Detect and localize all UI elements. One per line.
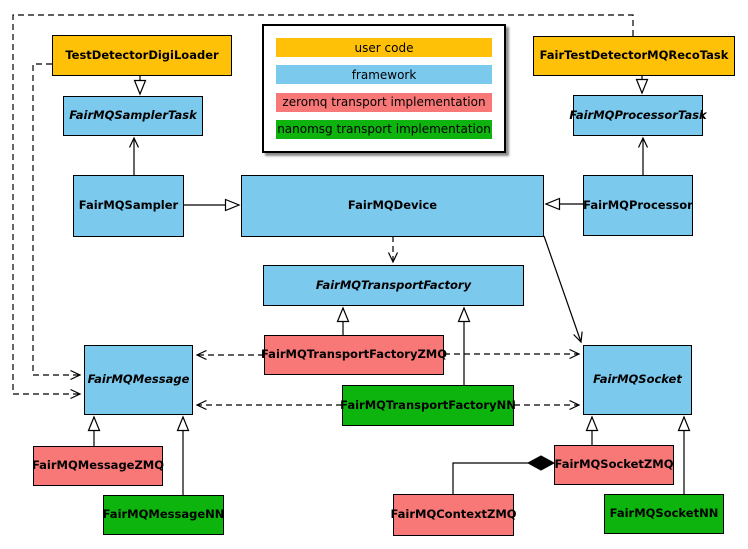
node-fairtestdetectormqrecotask: FairTestDetectorMQRecoTask (533, 36, 735, 76)
node-fairmqsocketnn: FairMQSocketNN (604, 494, 724, 534)
node-fairmqprocessor: FairMQProcessor (583, 175, 693, 236)
legend-item-framework: framework (276, 65, 492, 85)
edge-recotask-message-dashed (12, 14, 634, 400)
legend-item-nanomsg: nanomsg transport implementation (276, 119, 492, 139)
node-fairmqmessagezmq: FairMQMessageZMQ (32, 446, 164, 486)
node-fairmqmessagenn: FairMQMessageNN (103, 495, 224, 535)
node-fairmqprocessortask: FairMQProcessorTask (569, 95, 707, 136)
legend-item-user-code: user code (276, 38, 492, 57)
composition-diamond-icon (526, 455, 556, 471)
node-fairmqsocketzmq: FairMQSocketZMQ (554, 445, 674, 485)
legend: user code framework zeromq transport imp… (262, 24, 506, 153)
node-fairmqsocket: FairMQSocket (583, 345, 692, 415)
node-fairmqtransportfactorynn: FairMQTransportFactoryNN (340, 385, 516, 426)
node-fairmqdevice: FairMQDevice (241, 175, 544, 237)
edge-device-socket (543, 235, 583, 344)
node-fairmqtransportfactory: FairMQTransportFactory (263, 265, 524, 306)
node-fairmqmessage: FairMQMessage (84, 345, 193, 415)
edge-digiloader-message-dashed (32, 63, 82, 381)
edge-contextzmq-socketzmq (452, 462, 528, 494)
node-fairmqsamplertask: FairMQSamplerTask (63, 96, 203, 136)
node-testdetectordigiloader: TestDetectorDigiLoader (52, 35, 232, 76)
node-fairmqsampler: FairMQSampler (73, 175, 184, 237)
node-fairmqcontextzmq: FairMQContextZMQ (390, 494, 517, 536)
legend-item-zeromq: zeromq transport implementation (276, 92, 492, 112)
node-fairmqtransportfactoryzmq: FairMQTransportFactoryZMQ (261, 335, 447, 375)
